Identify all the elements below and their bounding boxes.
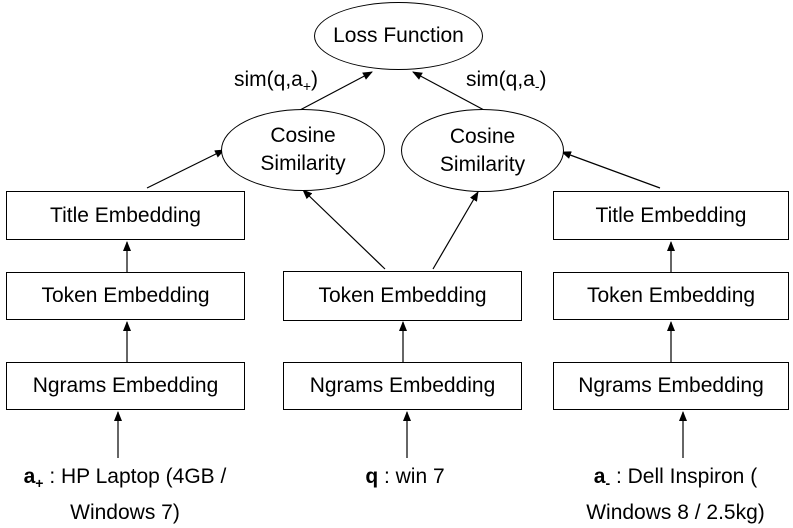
loss-function-node: Loss Function xyxy=(314,2,483,70)
right-ngrams-embedding: Ngrams Embedding xyxy=(553,362,789,410)
left-title-embedding: Title Embedding xyxy=(6,191,245,240)
arrow-right-cosine-to-loss xyxy=(412,71,485,111)
right-token-embedding: Token Embedding xyxy=(553,272,789,320)
arrow-center-token-to-left-cosine xyxy=(302,189,386,270)
arrow-center-token-to-right-cosine xyxy=(432,191,479,270)
loss-function-label: Loss Function xyxy=(333,24,464,47)
arrow-right-title-to-cosine xyxy=(561,151,661,189)
sim-pos-label: sim(q,a+) xyxy=(234,68,319,95)
left-ngrams-embedding: Ngrams Embedding xyxy=(6,362,245,410)
center-ngrams-embedding: Ngrams Embedding xyxy=(283,362,522,410)
cosine-similarity-left: Cosine Similarity xyxy=(221,109,385,191)
negative-input-text: a- : Dell Inspiron ( Windows 8 / 2.5kg) xyxy=(586,465,765,525)
positive-input-text: a+ : HP Laptop (4GB / Windows 7) xyxy=(23,465,227,525)
sim-neg-label: sim(q,a-) xyxy=(466,68,547,95)
left-token-embedding: Token Embedding xyxy=(6,272,245,320)
query-input-text: q : win 7 xyxy=(365,465,445,488)
arrow-left-cosine-to-loss xyxy=(299,71,373,111)
arrow-left-title-to-cosine xyxy=(146,149,225,189)
right-title-embedding: Title Embedding xyxy=(553,191,789,240)
cosine-similarity-right: Cosine Similarity xyxy=(401,109,564,192)
center-token-embedding: Token Embedding xyxy=(283,271,522,321)
